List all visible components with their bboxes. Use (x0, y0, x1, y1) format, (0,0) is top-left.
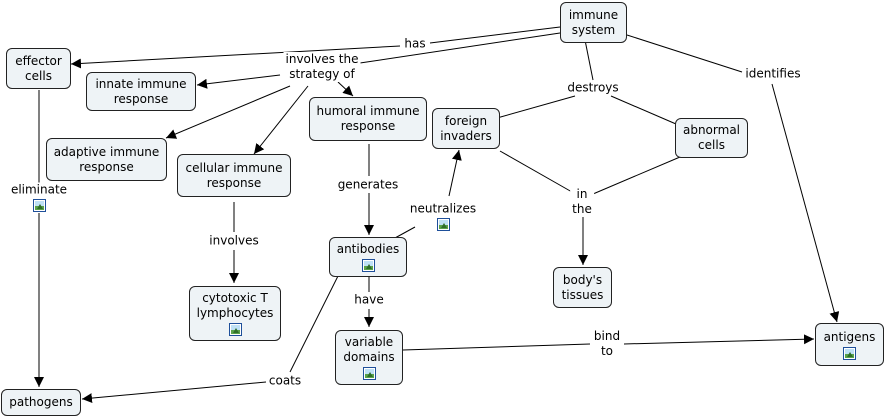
node-label: cellular immune response (185, 160, 283, 190)
node-label: abnormal cells (682, 123, 741, 152)
node-label: pathogens (9, 395, 73, 409)
image-icon[interactable] (228, 323, 242, 336)
node-label: immune system (568, 7, 619, 37)
node-label: foreign invaders (440, 113, 492, 143)
node-label: antigens (823, 329, 876, 344)
node-bodys-tissues[interactable]: body's tissues (553, 267, 612, 308)
link-label-destroys[interactable]: destroys (565, 80, 621, 96)
node-immune-system[interactable]: immune system (560, 2, 627, 43)
link-label-eliminate[interactable]: eliminate (8, 182, 70, 198)
link-label-identifies[interactable]: identifies (743, 66, 803, 82)
node-adaptive-immune-response[interactable]: adaptive immune response (46, 138, 167, 181)
node-label: body's tissues (561, 272, 604, 302)
node-effector-cells[interactable]: effector cells (6, 48, 71, 89)
node-label: variable domains (343, 335, 395, 364)
node-cellular-immune-response[interactable]: cellular immune response (177, 154, 291, 197)
node-label: innate immune response (95, 76, 187, 106)
node-variable-domains[interactable]: variable domains (335, 330, 403, 385)
link-label-have[interactable]: have (352, 292, 386, 308)
link-label-involves-the-strategy-of[interactable]: involves the strategy of (283, 52, 361, 82)
link-label-involves[interactable]: involves (207, 233, 261, 249)
node-antigens[interactable]: antigens (815, 323, 884, 366)
node-foreign-invaders[interactable]: foreign invaders (432, 108, 500, 149)
node-abnormal-cells[interactable]: abnormal cells (675, 118, 748, 158)
link-label-neutralizes[interactable]: neutralizes (407, 201, 479, 217)
image-icon[interactable] (843, 346, 856, 360)
node-cytotoxic-t-lymphocytes[interactable]: cytotoxic T lymphocytes (189, 286, 281, 341)
node-label: effector cells (15, 53, 62, 83)
node-pathogens[interactable]: pathogens (1, 389, 81, 416)
image-icon[interactable] (361, 259, 375, 272)
node-label: humoral immune response (316, 104, 420, 133)
image-icon[interactable] (362, 367, 376, 380)
node-label: cytotoxic T lymphocytes (196, 291, 274, 320)
link-label-bind-to[interactable]: bind to (591, 329, 623, 359)
node-antibodies[interactable]: antibodies (329, 237, 407, 277)
node-label: adaptive immune response (53, 144, 160, 174)
link-label-generates[interactable]: generates (335, 177, 401, 193)
link-label-in-the[interactable]: in the (570, 187, 594, 217)
link-label-coats[interactable]: coats (266, 373, 304, 389)
node-innate-immune-response[interactable]: innate immune response (86, 72, 196, 111)
image-icon[interactable] (33, 199, 46, 212)
image-icon[interactable] (437, 218, 450, 231)
node-label: antibodies (336, 242, 400, 256)
node-humoral-immune-response[interactable]: humoral immune response (309, 97, 427, 141)
link-label-has[interactable]: has (402, 36, 428, 52)
